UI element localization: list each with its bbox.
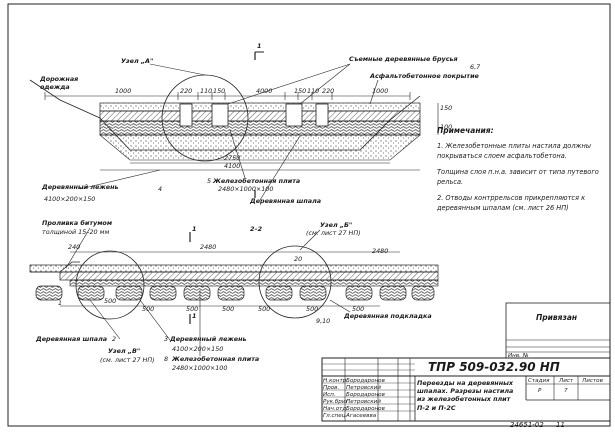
tb-sheets-label: Листов xyxy=(582,378,603,384)
label-concrete-slab: Железобетонная плита xyxy=(213,177,301,185)
label-node-b-ref: (см. лист 27 НП) xyxy=(306,229,361,237)
dim-500-c: 500 xyxy=(186,305,199,313)
title-block-frame xyxy=(321,357,611,422)
dim-500-d: 500 xyxy=(222,305,235,313)
label-mark-2-2: 2–2 xyxy=(250,225,263,233)
tb-name: Петровский xyxy=(346,399,381,405)
dim-500-a: 500 xyxy=(104,297,117,305)
tb-role: Н.контр. xyxy=(323,378,349,384)
dim-2750: 2750 xyxy=(224,154,241,162)
dim-2480: 2480 xyxy=(200,243,217,251)
label-num-4: 4 xyxy=(158,185,163,193)
dim-20: 20 xyxy=(294,255,303,263)
label-wooden-sleeper-lower: Деревянный лежень xyxy=(170,335,247,343)
tb-description: Переезды на деревянных шпалах. Разрезы н… xyxy=(417,379,514,412)
label-node-a: Узел „А" xyxy=(121,57,154,65)
label-bitumen: Проливка битумом xyxy=(42,219,113,227)
tb-name: Петровский xyxy=(346,385,381,391)
footer-page: 11 xyxy=(556,421,565,429)
label-num-8: 8 xyxy=(164,355,169,363)
dim-100-vertical: 100 xyxy=(440,123,453,131)
dim-150: 150 xyxy=(213,87,226,95)
tb-role: Нач.отд. xyxy=(323,406,349,412)
tb-role: Гл.спец. xyxy=(323,413,348,419)
title-block-code: ТПР 509-032.90 НП xyxy=(428,360,560,374)
label-node-v: Узел „В" xyxy=(108,347,141,355)
dim-500-g: 500 xyxy=(352,305,365,313)
tb-role: Рук.бриг. xyxy=(323,399,351,405)
dim-110b: 110 xyxy=(307,87,320,95)
label-num-1: 1 xyxy=(58,299,63,307)
tb-name: Бородаронов xyxy=(346,406,385,412)
stamp-privyazan: Привязан xyxy=(536,313,578,322)
label-num-910: 9,10 xyxy=(316,317,331,325)
label-slab-size-lower: 2480×1000×100 xyxy=(172,364,228,372)
label-bitumen-thickness: толщиной 15–20 мм xyxy=(42,228,110,236)
label-section-mark-1: 1 xyxy=(257,42,262,50)
label-wooden-tie-lower: Деревянная шпала xyxy=(36,335,108,343)
note-item: Толщина слоя п.н.а. зависит от типа путе… xyxy=(437,168,599,186)
footer-archive-no: 24651-02 xyxy=(510,421,544,429)
label-concrete-slab-lower: Железобетонная плита xyxy=(172,355,260,363)
lower-section xyxy=(29,227,439,356)
label-num-5: 5 xyxy=(207,177,212,185)
label-sleeper-size: 4100×200×150 xyxy=(44,195,96,203)
label-node-v-ref: (см. лист 27 НП) xyxy=(100,356,155,364)
label-mark-1: 1 xyxy=(192,225,197,233)
label-num-2: 2 xyxy=(112,335,117,343)
note-item: 2. Отводы контррельсов прикрепляются к д… xyxy=(437,194,586,212)
dim-500-b: 500 xyxy=(142,305,155,313)
dim-2480b: 2480 xyxy=(372,247,389,255)
dim-1000-left: 1000 xyxy=(115,87,132,95)
dim-4100: 4100 xyxy=(224,162,241,170)
dim-220: 220 xyxy=(180,87,193,95)
tb-name: Бородаронов xyxy=(346,378,385,384)
tb-name: Бородаронов xyxy=(346,392,385,398)
notes-title: Примечания: xyxy=(437,126,494,135)
notes-panel: Примечания: 1. Железобетонные плиты наст… xyxy=(437,126,615,219)
label-bars-size: 6,7 xyxy=(470,63,481,71)
tb-sheet-label: Лист xyxy=(559,378,574,384)
tb-role: Исп. xyxy=(323,392,336,398)
dim-1000-right: 1000 xyxy=(372,87,389,95)
tb-name: Агасеевва xyxy=(346,413,377,419)
label-num-3: 3 xyxy=(164,335,169,343)
label-road-surface: Дорожная одежда xyxy=(40,75,79,91)
stamp-inv-no: Инв. № xyxy=(508,353,529,359)
label-mark-1b: 1 xyxy=(192,312,197,320)
dim-220b: 220 xyxy=(322,87,335,95)
dim-500-e: 500 xyxy=(258,305,271,313)
note-item: 1. Железобетонные плиты настила должны п… xyxy=(437,142,592,160)
dim-110: 110 xyxy=(200,87,213,95)
stamp-box xyxy=(505,302,611,359)
dim-4000: 4000 xyxy=(256,87,273,95)
label-wooden-pad: Деревянная подкладка xyxy=(344,312,432,320)
tb-sheet-value: 7 xyxy=(564,388,568,394)
upper-section xyxy=(29,51,439,201)
label-node-b: Узел „Б" xyxy=(320,221,353,229)
tb-role: Пров. xyxy=(323,385,340,391)
dim-150-vertical: 150 xyxy=(440,104,453,112)
label-slab-size: 2480×1000×100 xyxy=(218,185,274,193)
dim-150b: 150 xyxy=(294,87,307,95)
dim-240: 240 xyxy=(68,243,81,251)
label-wooden-tie: Деревянная шпала xyxy=(250,197,322,205)
label-sleeper-size-lower: 4100×200×150 xyxy=(172,345,224,353)
label-wooden-sleeper: Деревянный лежень xyxy=(42,183,119,191)
dim-500-f: 500 xyxy=(306,305,319,313)
label-asphalt-coating: Асфальтобетонное покрытие xyxy=(370,72,479,80)
label-removable-bars: Съемные деревянные брусья xyxy=(349,55,458,63)
tb-stage-label: Стадия xyxy=(528,378,550,384)
tb-stage-value: Р xyxy=(538,388,542,394)
